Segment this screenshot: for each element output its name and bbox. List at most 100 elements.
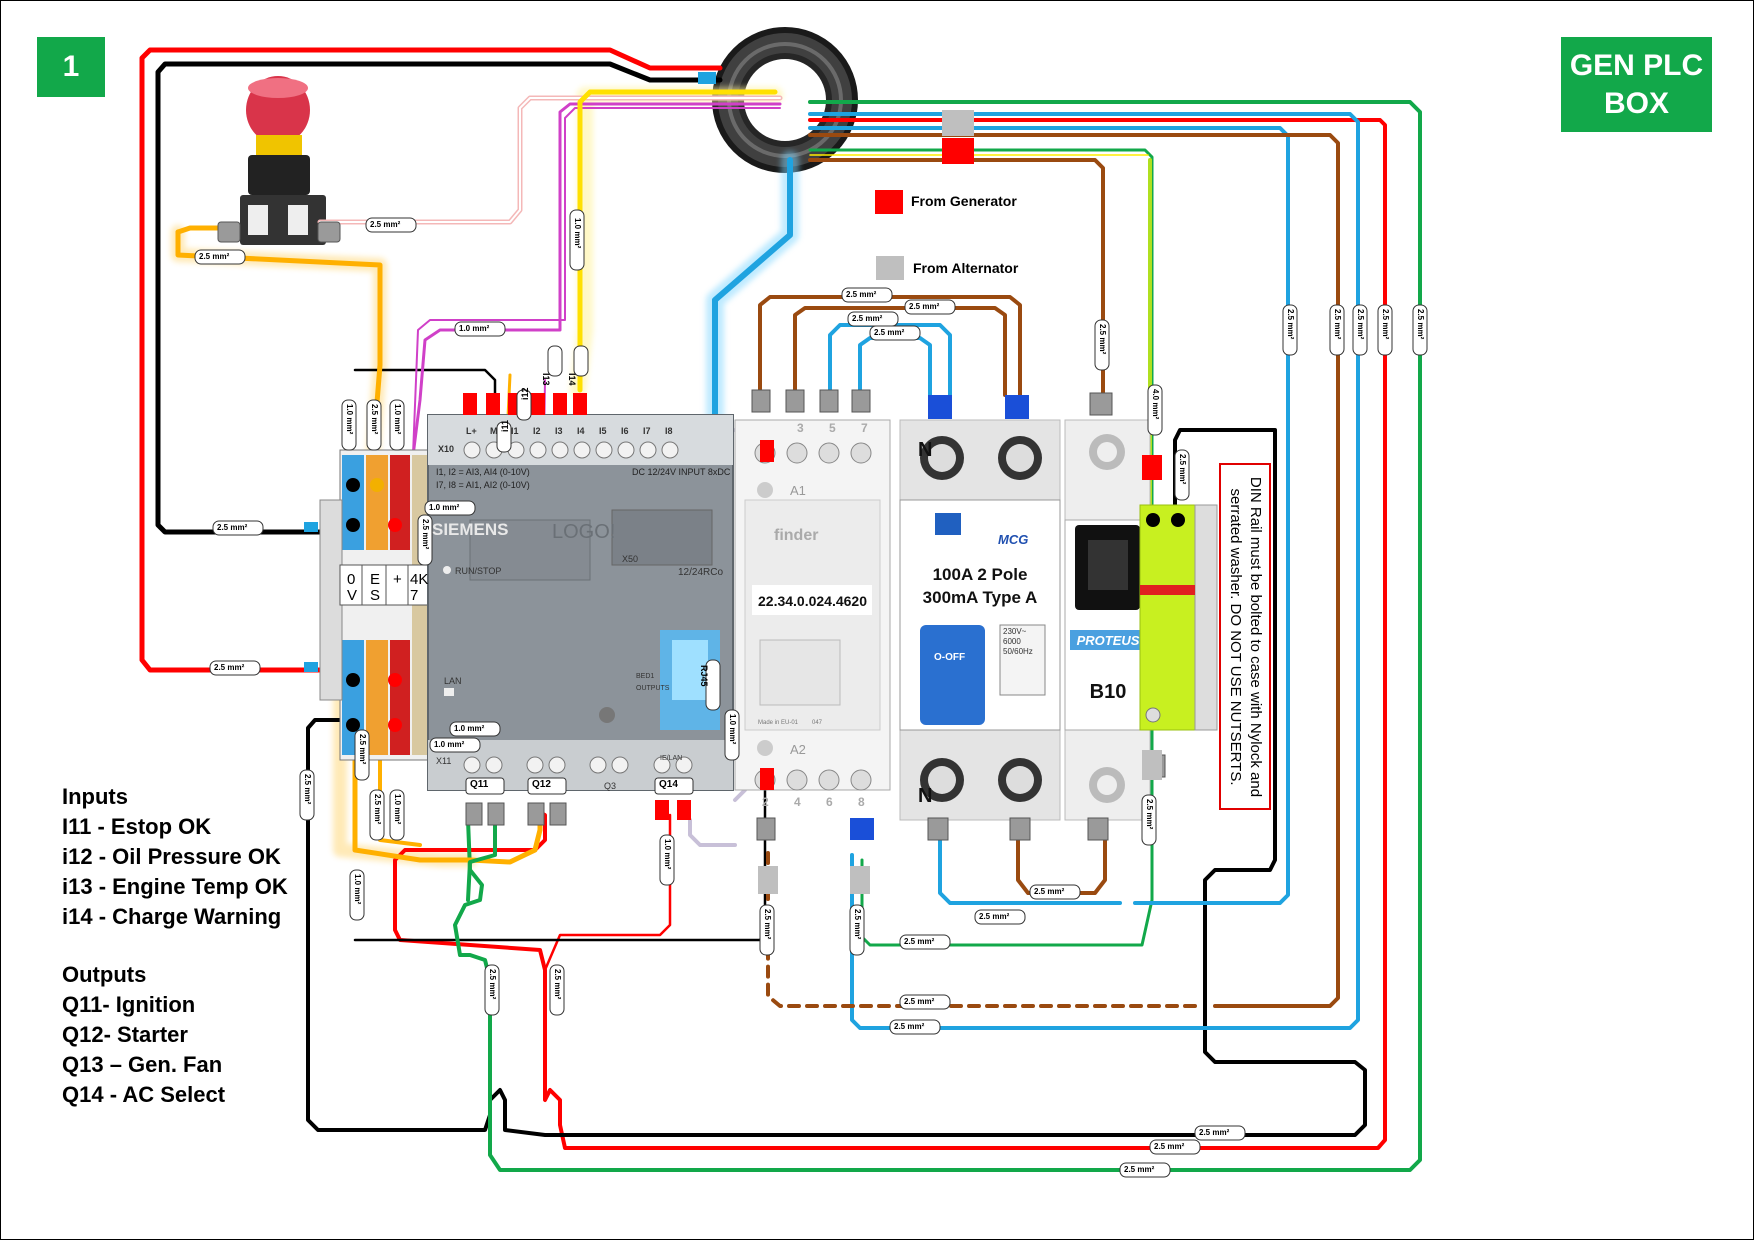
plc-terminal-i7: I7 [643, 426, 651, 436]
rcd-spec-frequency: 50/60Hz [1003, 647, 1033, 656]
contactor-bottom-4: 4 [794, 795, 801, 809]
plc-model: LOGO! [552, 521, 615, 543]
wire-tag: 2.5 mm² [1356, 309, 1365, 340]
plc-lan: LAN [444, 676, 462, 686]
page-number-badge: 1 [37, 37, 105, 97]
wire-tag: 2.5 mm² [763, 909, 772, 940]
mcb-proteus: PROTEUS B10 [1064, 419, 1151, 821]
wire-tag: 1.0 mm² [353, 874, 362, 905]
wire-tag: 1.0 mm² [573, 218, 582, 249]
wire-tag: 2.5 mm² [1145, 799, 1154, 830]
plc-terminal-i8: I8 [665, 426, 673, 436]
plc-terminal-i6: I6 [621, 426, 629, 436]
input-item: i13 - Engine Temp OK [62, 874, 288, 899]
wire-tag: 2.5 mm² [1178, 454, 1187, 485]
wire-tag: 2.5 mm² [1286, 309, 1295, 340]
output-item: Q13 – Gen. Fan [62, 1052, 223, 1077]
output-item: Q12- Starter [62, 1022, 188, 1047]
wire-tag: 1.0 mm² [728, 714, 737, 745]
plc-input-spec: DC 12/24V INPUT 8xDC [632, 467, 731, 477]
wire-tag: 1.0 mm² [434, 740, 465, 749]
plc-terminal-i2: I2 [533, 426, 541, 436]
wire-size-tags [194, 209, 1428, 1178]
plc-input-tag-i12: i12 [520, 387, 530, 400]
plc-terminal-m: M [490, 426, 498, 436]
plc-output-q14: Q14 [659, 779, 678, 790]
terminal-label-plus: + [393, 571, 402, 588]
wire-tag: 2.5 mm² [1416, 309, 1425, 340]
plc-terminal-i4: I4 [577, 426, 585, 436]
rcd-rating-line2: 300mA Type A [923, 588, 1038, 607]
contactor-top-7: 7 [861, 421, 868, 435]
plc-output-q3: Q3 [604, 781, 617, 791]
plc-terminal-l-plus: L+ [466, 426, 477, 436]
contactor-top-5: 5 [829, 421, 836, 435]
title-badge: GEN PLC BOX [1561, 37, 1712, 132]
input-item: i12 - Oil Pressure OK [62, 844, 281, 869]
wire-tag: 2.5 mm² [373, 794, 382, 825]
legend-from-generator: From Generator [911, 193, 1017, 209]
wire-tag: 2.5 mm² [1381, 309, 1390, 340]
wire-tag: 2.5 mm² [214, 663, 245, 672]
outputs-heading: Outputs [62, 962, 147, 987]
rcd-mcg: N N MCG 100A 2 Pole 300mA Type A O-OFF 2… [899, 419, 1061, 821]
din-rail-note: DIN Rail must be bolted to case with Nyl… [1219, 463, 1271, 810]
wire-tag: 2.5 mm² [217, 523, 248, 532]
contactor-a1: A1 [790, 483, 806, 498]
wire-tag: 1.0 mm² [345, 404, 354, 435]
plc-analog-line2: I7, I8 = AI1, AI2 (0-10V) [436, 480, 530, 490]
plc-brand: SIEMENS [432, 520, 509, 539]
wire-tag: 2.5 mm² [852, 314, 883, 323]
rcd-spec-voltage: 230V~ [1003, 627, 1027, 636]
plc-x50: X50 [622, 554, 638, 564]
contactor-bottom-8: 8 [858, 795, 865, 809]
mcb-rating: B10 [1090, 681, 1127, 703]
earth-terminal [1139, 504, 1218, 731]
wire-tag: 2.5 mm² [488, 969, 497, 1000]
rcd-neutral-top: N [918, 439, 932, 461]
plc-ie-lan: IE/LAN [660, 755, 682, 762]
wire-tag: 1.0 mm² [663, 839, 672, 870]
wire-tag: 2.5 mm² [1333, 309, 1342, 340]
wire-tag: 2.5 mm² [894, 1022, 925, 1031]
wire-tag: 2.5 mm² [874, 328, 905, 337]
plc-x11: X11 [436, 756, 451, 766]
terminal-label-0v: 0 V [347, 571, 358, 604]
contactor-model: 22.34.0.024.4620 [758, 593, 867, 609]
wire-tag: 2.5 mm² [370, 404, 379, 435]
contactor-brand: finder [774, 527, 818, 544]
plc-variant: 12/24RCo [678, 567, 723, 578]
din-rail-note-text: DIN Rail must be bolted to case with Nyl… [1227, 476, 1264, 797]
legend-generator-swatch [875, 190, 903, 214]
mcb-brand: PROTEUS [1077, 633, 1140, 648]
plc-output-q12: Q12 [532, 779, 551, 790]
wire-tag: 2.5 mm² [199, 252, 230, 261]
contactor-bottom-2: 2 [762, 795, 769, 809]
legend-alternator-swatch [876, 256, 904, 280]
wire-tag: 1.0 mm² [393, 404, 402, 435]
wire-tag: 2.5 mm² [1098, 324, 1107, 355]
rcd-switch-label: O-OFF [934, 652, 965, 663]
terminal-label-4k7: 4K 7 [410, 571, 429, 604]
plc-bed1: BED1 [636, 673, 654, 680]
plc-output-q11: Q11 [470, 779, 489, 790]
contactor-made-in: Made in EU-01 [758, 720, 799, 726]
rcd-rating-line1: 100A 2 Pole [933, 565, 1028, 584]
plc-x10-label: X10 [438, 444, 454, 454]
wire-tag: 2.5 mm² [303, 774, 312, 805]
wire-tag: 2.5 mm² [421, 519, 430, 550]
wire-tag: 2.5 mm² [904, 997, 935, 1006]
plc-run-stop: RUN/STOP [455, 566, 501, 576]
wire-tag: 2.5 mm² [979, 912, 1010, 921]
contactor-top-3: 3 [797, 421, 804, 435]
estop-button [240, 76, 326, 245]
wire-tag: 2.5 mm² [846, 290, 877, 299]
contactor-code: 047 [812, 720, 823, 726]
wire-tag: 4.0 mm² [1151, 389, 1160, 420]
rcd-spec-6000: 6000 [1003, 637, 1021, 646]
contactor-finder: 3 5 7 2 4 6 8 A1 A2 finder 22.34.0.024.4… [734, 419, 891, 809]
contactor-a2: A2 [790, 742, 806, 757]
wire-tag: 1.0 mm² [393, 794, 402, 825]
plc-analog-line1: I1, I2 = AI3, AI4 (0-10V) [436, 467, 530, 477]
